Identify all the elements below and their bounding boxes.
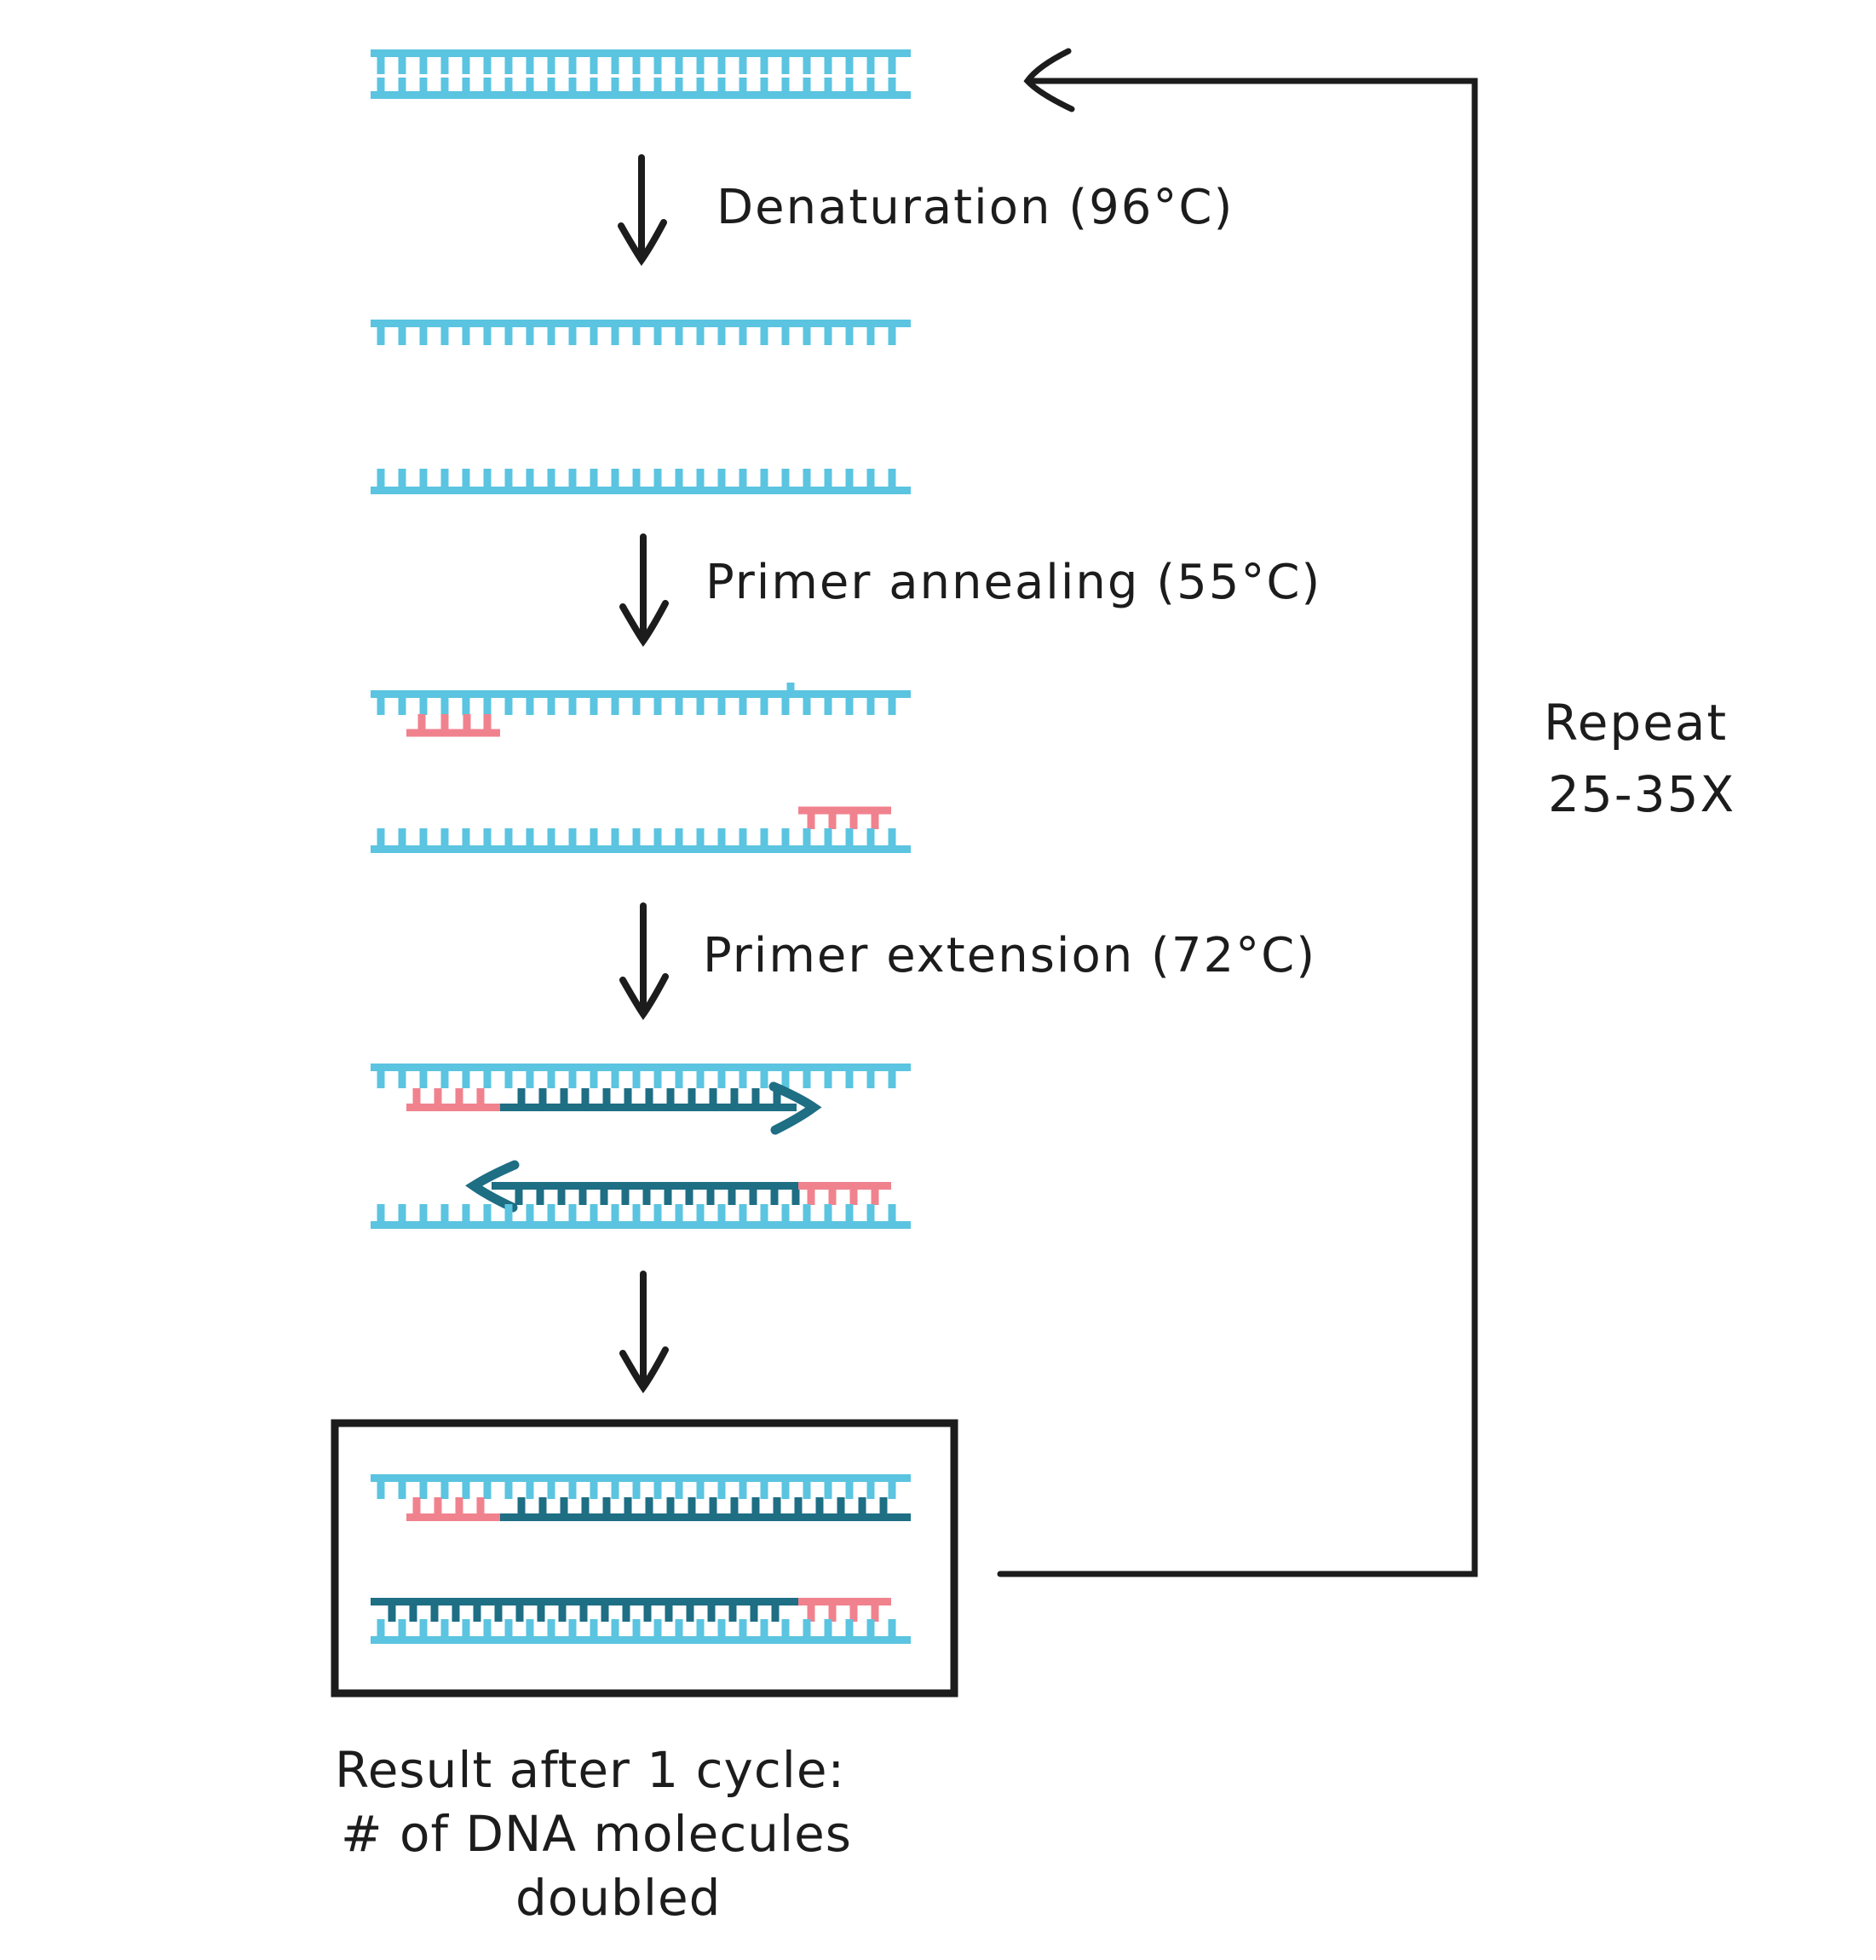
to-result-arrow-head-icon — [619, 1346, 669, 1394]
dna-strands — [371, 49, 911, 1644]
step-label-denaturation: Denaturation (96°C) — [716, 180, 1234, 235]
new-strand-reverse-arrowhead-icon — [465, 1160, 520, 1213]
process-arrows — [618, 154, 669, 1394]
reverse-primer — [798, 806, 891, 829]
extension-arrow-head-icon — [619, 973, 669, 1021]
repeat-note: Repeat 25-35X — [1544, 694, 1735, 823]
repeat-note-line1: Repeat — [1544, 694, 1728, 752]
result-duplex1-new-strand — [500, 1497, 911, 1521]
repeat-loop-arrowhead-icon — [1023, 48, 1075, 112]
extension-reverse-primer — [798, 1182, 891, 1205]
extension-forward-primer — [406, 1088, 500, 1111]
extension-template-bottom — [371, 1204, 911, 1229]
result-duplex2-new-strand — [371, 1598, 798, 1622]
separated-strand-top — [371, 320, 911, 345]
result-duplex1-template — [371, 1474, 911, 1499]
template-dsdna-bottom-strand — [371, 78, 911, 99]
annealing-template-top — [371, 690, 911, 715]
extension-reverse-new-strand — [492, 1182, 800, 1205]
step-label-annealing: Primer annealing (55°C) — [705, 555, 1321, 610]
annealing-template-bottom — [371, 828, 911, 853]
repeat-loop-line — [997, 78, 1478, 1577]
new-strand-forward-arrowhead-icon — [768, 1081, 822, 1135]
result-duplex2-template — [371, 1619, 911, 1644]
extension-forward-new-strand — [500, 1088, 797, 1111]
separated-strand-bottom — [371, 469, 911, 494]
extension-template-top — [371, 1064, 911, 1088]
forward-primer — [406, 714, 500, 737]
step-label-extension: Primer extension (72°C) — [703, 928, 1316, 983]
annealing-arrow-head-icon — [619, 600, 669, 648]
result-caption-line3: doubled — [515, 1869, 722, 1927]
denaturation-arrow-head-icon — [618, 219, 667, 267]
repeat-note-line2: 25-35X — [1548, 765, 1735, 823]
result-caption: Result after 1 cycle: # of DNA molecules… — [335, 1741, 852, 1927]
template-dsdna-top-strand — [371, 49, 911, 74]
result-box — [331, 1419, 958, 1698]
result-caption-line2: # of DNA molecules — [341, 1805, 852, 1863]
result-caption-line1: Result after 1 cycle: — [335, 1741, 845, 1799]
result-duplex1-primer — [406, 1497, 500, 1521]
repeat-loop-arrow — [997, 48, 1478, 1577]
result-duplex2-primer — [798, 1598, 891, 1622]
